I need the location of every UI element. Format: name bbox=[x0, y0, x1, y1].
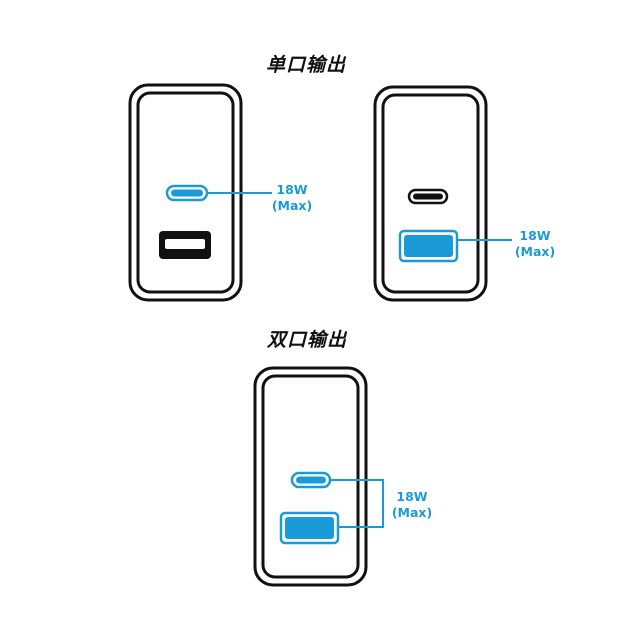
charger-3-bracket-line bbox=[330, 479, 384, 528]
charger-1-usb-a-port-slot bbox=[165, 239, 205, 249]
charger-3-power-note: (Max) bbox=[391, 505, 433, 520]
charger-1-usb-c-active bbox=[128, 83, 272, 302]
charger-1-power-label: 18W (Max) bbox=[257, 182, 327, 214]
charger-2-power-note: (Max) bbox=[514, 244, 556, 259]
charger-3-power-value: 18W bbox=[396, 489, 428, 504]
charger-2-usb-a-active bbox=[373, 85, 512, 302]
charger-2-power-value: 18W bbox=[519, 228, 551, 243]
charger-1-usb-c-port-slot bbox=[171, 189, 203, 197]
charger-2-power-label: 18W (Max) bbox=[500, 228, 570, 260]
charger-3-dual-active bbox=[253, 366, 384, 587]
charger-2-usb-c-port-slot bbox=[413, 193, 443, 200]
single-output-heading: 单口输出 bbox=[266, 54, 347, 76]
charger-3-usb-a-port-fill bbox=[285, 517, 334, 539]
charger-3-inner-face bbox=[261, 374, 360, 579]
charger-2-inner-face bbox=[381, 93, 480, 294]
dual-output-heading: 双口输出 bbox=[267, 329, 348, 351]
charger-3-usb-c-port-slot bbox=[296, 476, 326, 484]
charger-2-outer-body bbox=[373, 85, 488, 302]
charger-3-outer-body bbox=[253, 366, 368, 587]
charger-1-power-value: 18W bbox=[276, 182, 308, 197]
charger-3-power-label: 18W (Max) bbox=[377, 489, 447, 521]
charger-2-usb-a-port-fill bbox=[404, 235, 453, 257]
charger-1-power-note: (Max) bbox=[271, 198, 313, 213]
